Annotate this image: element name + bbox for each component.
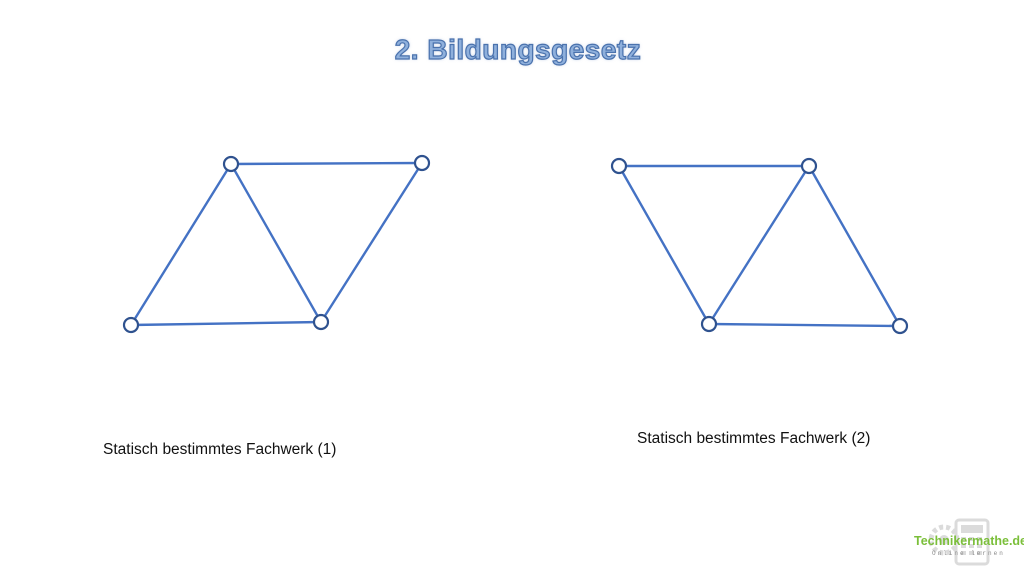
logo-subtext: Online lernen [932, 550, 1005, 557]
truss-member-BD [229, 162, 323, 324]
truss-node-C [413, 154, 431, 172]
truss-member-BC [707, 164, 811, 326]
truss-node-D [891, 317, 909, 335]
truss-node-A [610, 157, 628, 175]
truss-node-D [312, 313, 330, 331]
truss-member-BD [807, 164, 902, 328]
truss-node-A [122, 316, 140, 334]
truss-2 [610, 157, 909, 335]
truss-member-CD [319, 161, 424, 324]
truss-node-B [222, 155, 240, 173]
site-logo: Technikermathe.de Online lernen [904, 516, 1024, 572]
truss-member-AC [617, 164, 711, 326]
caption-truss-2: Statisch bestimmtes Fachwerk (2) [637, 430, 871, 447]
gear-calculator-icon [928, 518, 990, 566]
truss-member-BC [229, 161, 424, 166]
truss-member-AD [129, 320, 323, 327]
truss-member-AB [129, 162, 233, 327]
truss-node-B [800, 157, 818, 175]
slide-title: 2. Bildungsgesetz [394, 33, 642, 65]
truss-member-CD [707, 322, 902, 328]
caption-truss-1: Statisch bestimmtes Fachwerk (1) [103, 441, 337, 458]
truss-node-C [700, 315, 718, 333]
truss-1 [122, 154, 431, 334]
logo-text: Technikermathe.de [914, 534, 1024, 548]
